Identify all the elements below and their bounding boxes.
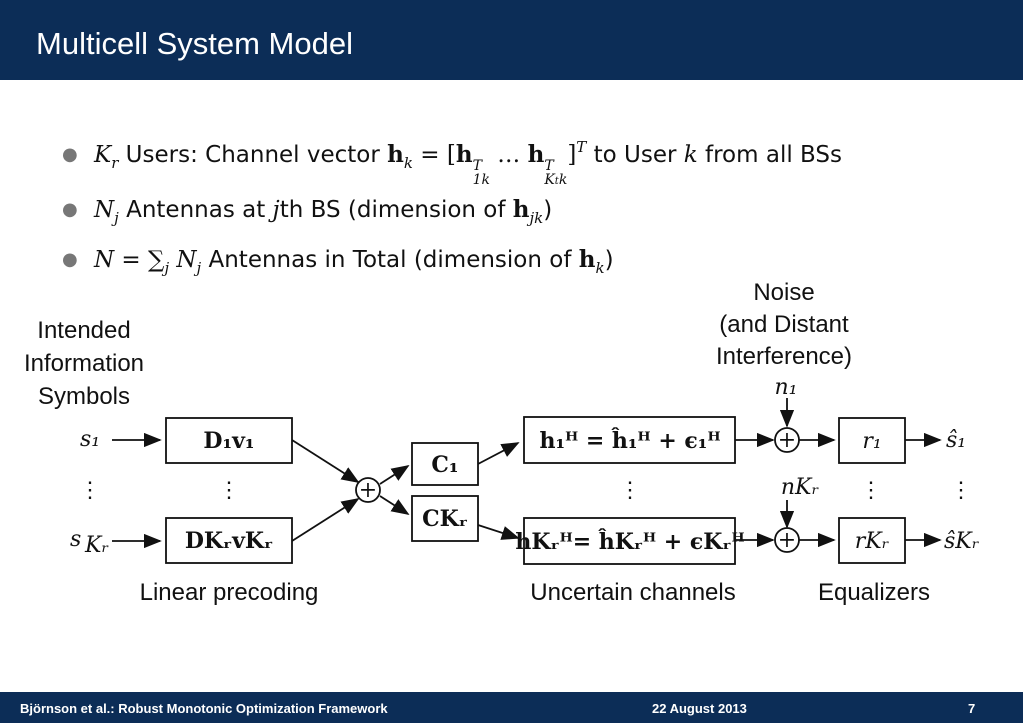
estimate-sKr: ŝKᵣ: [944, 529, 980, 554]
label-uncertain-channels: Uncertain channels: [530, 579, 735, 606]
channel-box-1: [523, 416, 736, 464]
cell-box-1-label: C₁: [431, 452, 458, 478]
channel-Kr-label: hKᵣᴴ= ĥKᵣᴴ + ϵKᵣᴴ: [515, 528, 744, 555]
footer-date: 22 August 2013: [652, 701, 747, 716]
vdots-channels: ⋮: [619, 478, 641, 503]
equalizer-box-1: [838, 417, 906, 464]
math-bracket: ]: [567, 142, 577, 168]
label-equalizers: Equalizers: [818, 579, 930, 606]
math-dots: …: [489, 142, 528, 168]
intended-label-2: Information: [24, 350, 144, 377]
cell-box-Kr: [411, 495, 479, 542]
intended-label-1: Intended: [37, 317, 130, 344]
equalizer-Kr-label: rKᵣ: [855, 529, 890, 554]
bullet-dot-icon: ●: [62, 199, 78, 220]
math-sub: K: [544, 172, 555, 188]
footer-bar: Björnson et al.: Robust Monotonic Optimi…: [0, 692, 1023, 723]
estimate-s1: ŝ₁: [946, 428, 966, 453]
math-eq: = [: [412, 142, 456, 168]
precoder-Kr-label: DKᵣvKᵣ: [185, 528, 273, 554]
vdots-inputs: ⋮: [79, 478, 101, 503]
math-sup: T: [472, 158, 482, 174]
precoder-box-Kr: [165, 517, 293, 564]
sum-node-plus: +: [778, 528, 796, 553]
symbol-s1: s₁: [80, 427, 100, 452]
sum-node-plus: +: [778, 428, 796, 453]
math-sub: j: [114, 209, 119, 227]
noise-label-3: Interference): [716, 343, 852, 370]
intended-label-3: Symbols: [38, 383, 130, 410]
bullet-text: from all BSs: [697, 142, 842, 168]
math-N: N: [169, 247, 197, 273]
math-N: N: [94, 197, 115, 223]
bullet-text: ): [604, 247, 614, 273]
bullet-text: to User: [586, 142, 684, 168]
precoder-1-label: D₁v₁: [203, 428, 254, 454]
math-sub: r: [111, 154, 119, 172]
math-h: h: [527, 141, 545, 168]
slide-title: Multicell System Model: [36, 26, 353, 61]
math-sub: k: [595, 259, 605, 277]
math-sum: = ∑: [114, 247, 165, 273]
symbol-sKr: s: [70, 527, 81, 552]
vdots-precoders: ⋮: [218, 478, 240, 503]
footer-page-number: 7: [968, 701, 976, 716]
channel-1-label: h₁ᴴ = ĥ₁ᴴ + ϵ₁ᴴ: [539, 427, 720, 454]
math-sub: 1k: [472, 172, 490, 188]
noise-nKr: nKᵣ: [781, 475, 820, 500]
footer-authors: Björnson et al.: Robust Monotonic Optimi…: [20, 701, 388, 716]
bullet-text: Antennas in Total (dimension of: [201, 247, 579, 273]
label-linear-precoding: Linear precoding: [140, 579, 319, 606]
math-sub: jk: [529, 209, 544, 227]
math-N: N: [94, 247, 115, 273]
math-h: h: [578, 246, 596, 273]
bullet-dot-icon: ●: [62, 144, 78, 165]
math-sup: T: [576, 138, 587, 156]
sum-node-plus: +: [359, 478, 377, 503]
bullet-text: Antennas at: [118, 197, 273, 223]
noise-n1: n₁: [775, 375, 798, 400]
bullet-antennas: ●Nj Antennas at jth BS (dimension of hjk…: [62, 189, 842, 239]
math-Kr: K: [94, 142, 112, 168]
math-sub: j: [164, 259, 170, 277]
equalizer-1-label: r₁: [862, 429, 881, 454]
math-sup: T: [544, 158, 554, 174]
math-h: h: [455, 141, 473, 168]
symbol-sKr-sub: Kᵣ: [84, 533, 109, 558]
math-k: k: [683, 142, 698, 168]
channel-box-Kr: [523, 517, 736, 565]
math-sub: k: [558, 172, 568, 188]
cell-box-Kr-label: CKᵣ: [422, 506, 468, 532]
vdots-outputs: ⋮: [950, 478, 972, 503]
math-h: h: [387, 141, 404, 168]
noise-label-1: Noise: [753, 279, 814, 306]
equalizer-box-Kr: [838, 517, 906, 564]
system-diagram: Intended Information Symbols Noise (and …: [24, 279, 980, 606]
math-sub: j: [196, 259, 202, 277]
bullet-text: Users: Channel vector: [118, 142, 388, 168]
math-j: j: [272, 197, 280, 223]
bullet-text: th BS (dimension of: [279, 197, 513, 223]
noise-label-2: (and Distant: [719, 311, 849, 338]
bullet-total-antennas: ●N = ∑j Nj Antennas in Total (dimension …: [62, 239, 842, 289]
bullet-text: ): [543, 197, 553, 223]
math-subsub: t: [554, 176, 559, 187]
math-sub: k: [403, 154, 413, 172]
vdots-equalizers: ⋮: [860, 478, 882, 503]
precoder-box-1: [165, 417, 293, 464]
math-h: h: [512, 196, 530, 223]
title-bar: Multicell System Model: [0, 0, 1023, 80]
cell-box-1: [411, 442, 479, 486]
sum-node-precoders: [355, 477, 381, 503]
